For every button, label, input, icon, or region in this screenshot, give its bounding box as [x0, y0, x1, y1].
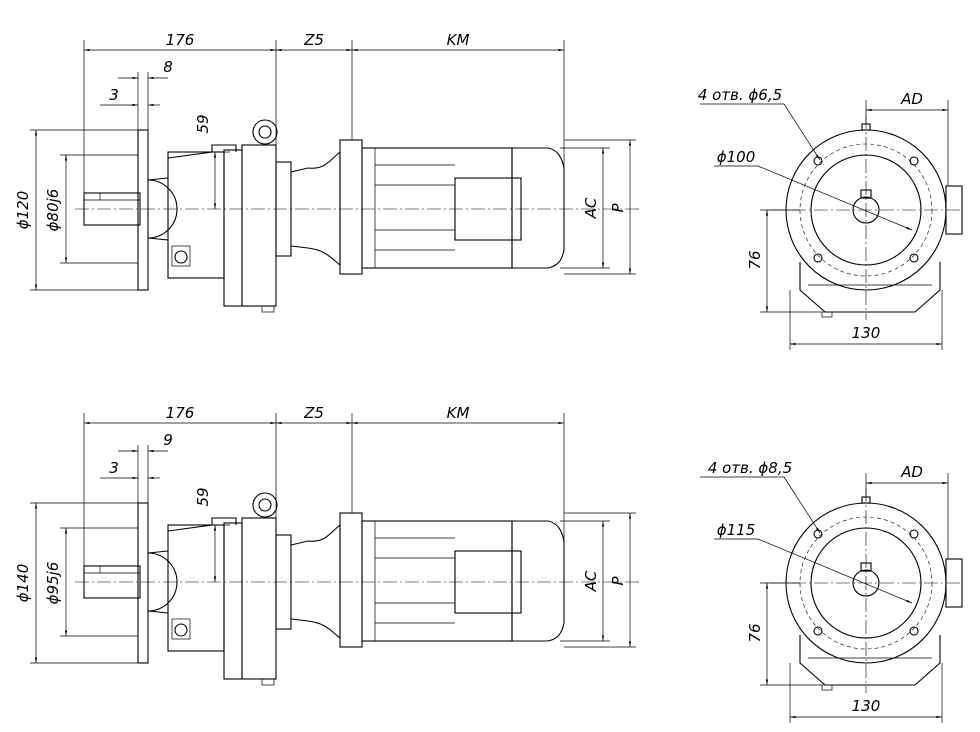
side-view-upper — [74, 119, 641, 313]
dim-total: 176 — [166, 404, 195, 422]
dim-mid: Z5 — [303, 404, 324, 422]
dim-mid: Z5 — [303, 31, 324, 49]
labels-lower: 176 Z5 KM 9 3 59 ϕ140 ϕ95j6 AC P 4 отв. … — [14, 404, 923, 715]
dim-front-width: 130 — [852, 324, 881, 342]
dim-ad: AD — [900, 463, 923, 481]
dim-ad: AD — [900, 90, 923, 108]
dim-ac: AC — [582, 197, 600, 219]
dim-shaft-small: 3 — [109, 86, 119, 104]
dia-spigot: ϕ95j6 — [44, 562, 62, 605]
dim-front-height: 76 — [746, 623, 764, 642]
side-view-lower — [74, 492, 641, 686]
dim-total: 176 — [166, 31, 195, 49]
holes-note: 4 отв. ϕ6,5 — [698, 86, 782, 104]
lower-assembly — [30, 413, 963, 723]
dim-height: 59 — [194, 487, 212, 506]
dim-shaft-step: 9 — [163, 431, 173, 449]
dim-motor: KM — [447, 404, 470, 422]
dia-spigot: ϕ80j6 — [44, 189, 62, 232]
dia-flange: ϕ140 — [14, 564, 32, 603]
dim-p: P — [609, 576, 627, 586]
pcd-note: ϕ100 — [717, 148, 756, 166]
holes-note: 4 отв. ϕ8,5 — [708, 459, 792, 477]
dim-height: 59 — [194, 114, 212, 133]
pcd-note: ϕ115 — [717, 521, 756, 539]
dim-p: P — [609, 203, 627, 213]
dim-shaft-step: 8 — [163, 58, 173, 76]
dia-flange: ϕ120 — [14, 191, 32, 230]
upper-assembly — [30, 40, 963, 350]
dim-ac: AC — [582, 570, 600, 592]
front-view-lower — [769, 487, 963, 694]
dim-shaft-small: 3 — [109, 459, 119, 477]
front-view-upper — [769, 114, 963, 321]
dim-motor: KM — [447, 31, 470, 49]
labels-upper: 176 Z5 KM 8 3 59 ϕ120 ϕ80j6 AC P 4 отв. … — [14, 31, 923, 342]
dim-front-width: 130 — [852, 697, 881, 715]
dim-front-height: 76 — [746, 250, 764, 269]
